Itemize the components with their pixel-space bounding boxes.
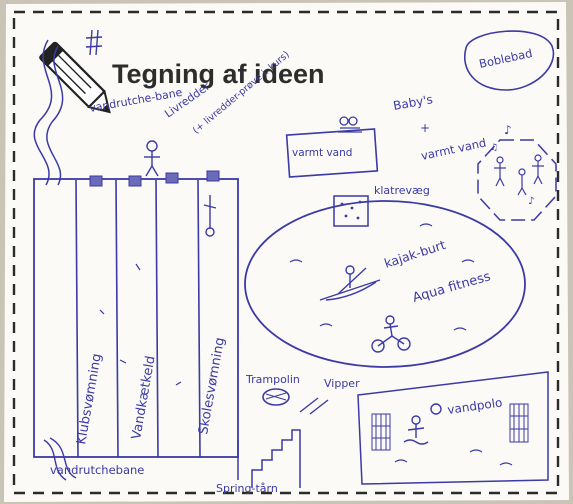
slide-curve-bottom xyxy=(43,439,67,481)
music-note-icon: ♪ xyxy=(504,123,512,137)
goal-net xyxy=(371,403,529,451)
slide-curve-left xyxy=(33,39,53,186)
label-babys: Baby's xyxy=(392,92,434,113)
music-note-icon: ♪ xyxy=(528,196,534,207)
label-vandrutchebane-bottom: vandrutchebane xyxy=(50,463,144,477)
music-note-icon: ♫ xyxy=(490,143,498,153)
label-trampolin: Trampolin xyxy=(245,373,300,386)
hot-tub-shape xyxy=(464,30,555,91)
climbing-holds xyxy=(340,200,362,220)
trampoline-shape xyxy=(262,388,290,406)
climbing-wall xyxy=(333,195,369,227)
page-title: Tegning af ideen xyxy=(112,59,325,89)
fitness-room-octagon xyxy=(477,139,557,221)
ladder-doodle xyxy=(85,29,103,56)
pool-lanes xyxy=(75,179,201,458)
water-waves xyxy=(289,223,475,331)
label-plus: + xyxy=(420,121,430,135)
stairs-shape xyxy=(251,429,301,488)
ball-icon xyxy=(430,403,442,415)
oval-pool xyxy=(244,200,526,368)
cyclist-figure xyxy=(371,315,411,353)
pencil-icon xyxy=(39,41,111,114)
waterpolo-pool xyxy=(357,371,549,485)
starting-blocks xyxy=(89,170,220,187)
lifeguard-figure xyxy=(144,140,160,177)
baby-figures xyxy=(338,116,362,133)
dashed-frame xyxy=(12,10,560,495)
warm-water-pool xyxy=(285,128,379,178)
label-springtaarn: Spring-tårn xyxy=(216,482,278,495)
swimmer-figure xyxy=(203,195,217,237)
player-figure xyxy=(403,415,429,445)
paper-surface xyxy=(4,2,569,502)
dancer-figures xyxy=(494,154,544,196)
diving-boards xyxy=(299,397,329,415)
label-vipper: Vipper xyxy=(324,377,360,390)
kayaker-figure xyxy=(319,265,381,301)
label-klatrevaeg: klatrevæg xyxy=(374,184,430,197)
label-varmt-vand-box: varmt vand xyxy=(292,147,352,159)
